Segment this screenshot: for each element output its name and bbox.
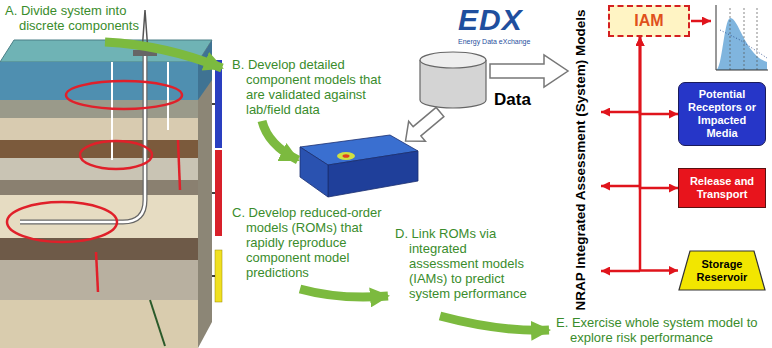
component-bracket bbox=[215, 150, 222, 236]
fault-line bbox=[150, 300, 165, 346]
well bbox=[167, 62, 169, 130]
logo-subtitle: Energy Data eXchange bbox=[458, 38, 530, 46]
data-arrow bbox=[397, 55, 568, 151]
step-arrow bbox=[262, 121, 298, 160]
geologic-block bbox=[0, 158, 198, 180]
red-connector bbox=[640, 37, 678, 114]
data-arrow bbox=[397, 102, 448, 151]
node-label: Potential Receptors or Impacted Media bbox=[683, 88, 761, 140]
model-block bbox=[300, 147, 328, 197]
focus-ellipse bbox=[7, 81, 182, 242]
trapezoid-outline bbox=[679, 251, 765, 290]
focus-ellipse bbox=[80, 141, 152, 169]
red-arrow bbox=[601, 270, 640, 273]
result-chart bbox=[712, 3, 769, 75]
step-arrow bbox=[105, 42, 222, 68]
reservoir-trapezoid: Storage Reservoir bbox=[678, 250, 766, 291]
fault-line bbox=[96, 252, 98, 292]
model-block bbox=[337, 152, 355, 160]
red-arrow bbox=[691, 20, 711, 23]
red-arrow bbox=[601, 21, 711, 271]
step-text: A. Divide system into discrete component… bbox=[5, 3, 155, 33]
vertical-title: NRAP Integrated Assessment (System) Mode… bbox=[573, 9, 589, 310]
step-text: E. Exercise whole system model to explor… bbox=[556, 315, 770, 345]
logo-text: EDX bbox=[458, 4, 523, 36]
model-block bbox=[300, 135, 418, 197]
receptor-box: Potential Receptors or Impacted Media bbox=[678, 82, 766, 146]
result-chart bbox=[730, 8, 757, 70]
component-bracket bbox=[215, 60, 222, 148]
red-arrow bbox=[601, 185, 640, 188]
component-bracket bbox=[215, 250, 222, 302]
red-connector bbox=[640, 37, 678, 188]
model-block bbox=[328, 151, 418, 197]
node-label: Release and Transport bbox=[683, 175, 761, 201]
database-cylinder bbox=[420, 52, 486, 108]
data-label: Data bbox=[494, 90, 531, 109]
geologic-block bbox=[0, 300, 198, 348]
component-bracket bbox=[212, 104, 215, 276]
step-arrow bbox=[105, 42, 549, 330]
focus-ellipse bbox=[7, 202, 117, 242]
model-block bbox=[343, 154, 350, 158]
step-text: D. Link ROMs via integrated assessment m… bbox=[395, 226, 535, 301]
result-chart bbox=[720, 30, 767, 58]
fault-line bbox=[96, 140, 180, 346]
result-chart bbox=[716, 5, 768, 70]
focus-ellipse bbox=[66, 81, 182, 109]
geologic-block bbox=[0, 180, 198, 195]
iam-box: IAM bbox=[608, 5, 690, 37]
node-label: IAM bbox=[614, 12, 684, 30]
component-bracket bbox=[212, 60, 222, 302]
red-arrow bbox=[601, 111, 640, 114]
trapezoid-outline bbox=[678, 250, 766, 291]
step-arrow bbox=[300, 289, 388, 297]
fault-line bbox=[178, 140, 180, 190]
result-chart bbox=[716, 18, 767, 70]
geologic-block bbox=[0, 40, 212, 348]
well bbox=[20, 10, 168, 222]
geologic-block bbox=[198, 40, 212, 348]
data-arrow bbox=[397, 102, 448, 151]
step-arrow bbox=[440, 316, 549, 330]
geologic-block bbox=[0, 195, 198, 238]
red-connector bbox=[640, 37, 678, 271]
well bbox=[111, 62, 113, 160]
geologic-block bbox=[0, 260, 198, 300]
result-chart bbox=[712, 3, 769, 75]
geologic-block bbox=[0, 238, 198, 260]
step-text: B. Develop detailed component models tha… bbox=[232, 57, 397, 117]
step-text: C. Develop reduced-order models (ROMs) t… bbox=[232, 205, 384, 280]
database-cylinder bbox=[420, 52, 486, 68]
data-arrow bbox=[490, 55, 568, 87]
node-label: Storage Reservoir bbox=[692, 258, 752, 284]
transport-box: Release and Transport bbox=[678, 168, 766, 208]
geologic-block bbox=[198, 40, 212, 100]
